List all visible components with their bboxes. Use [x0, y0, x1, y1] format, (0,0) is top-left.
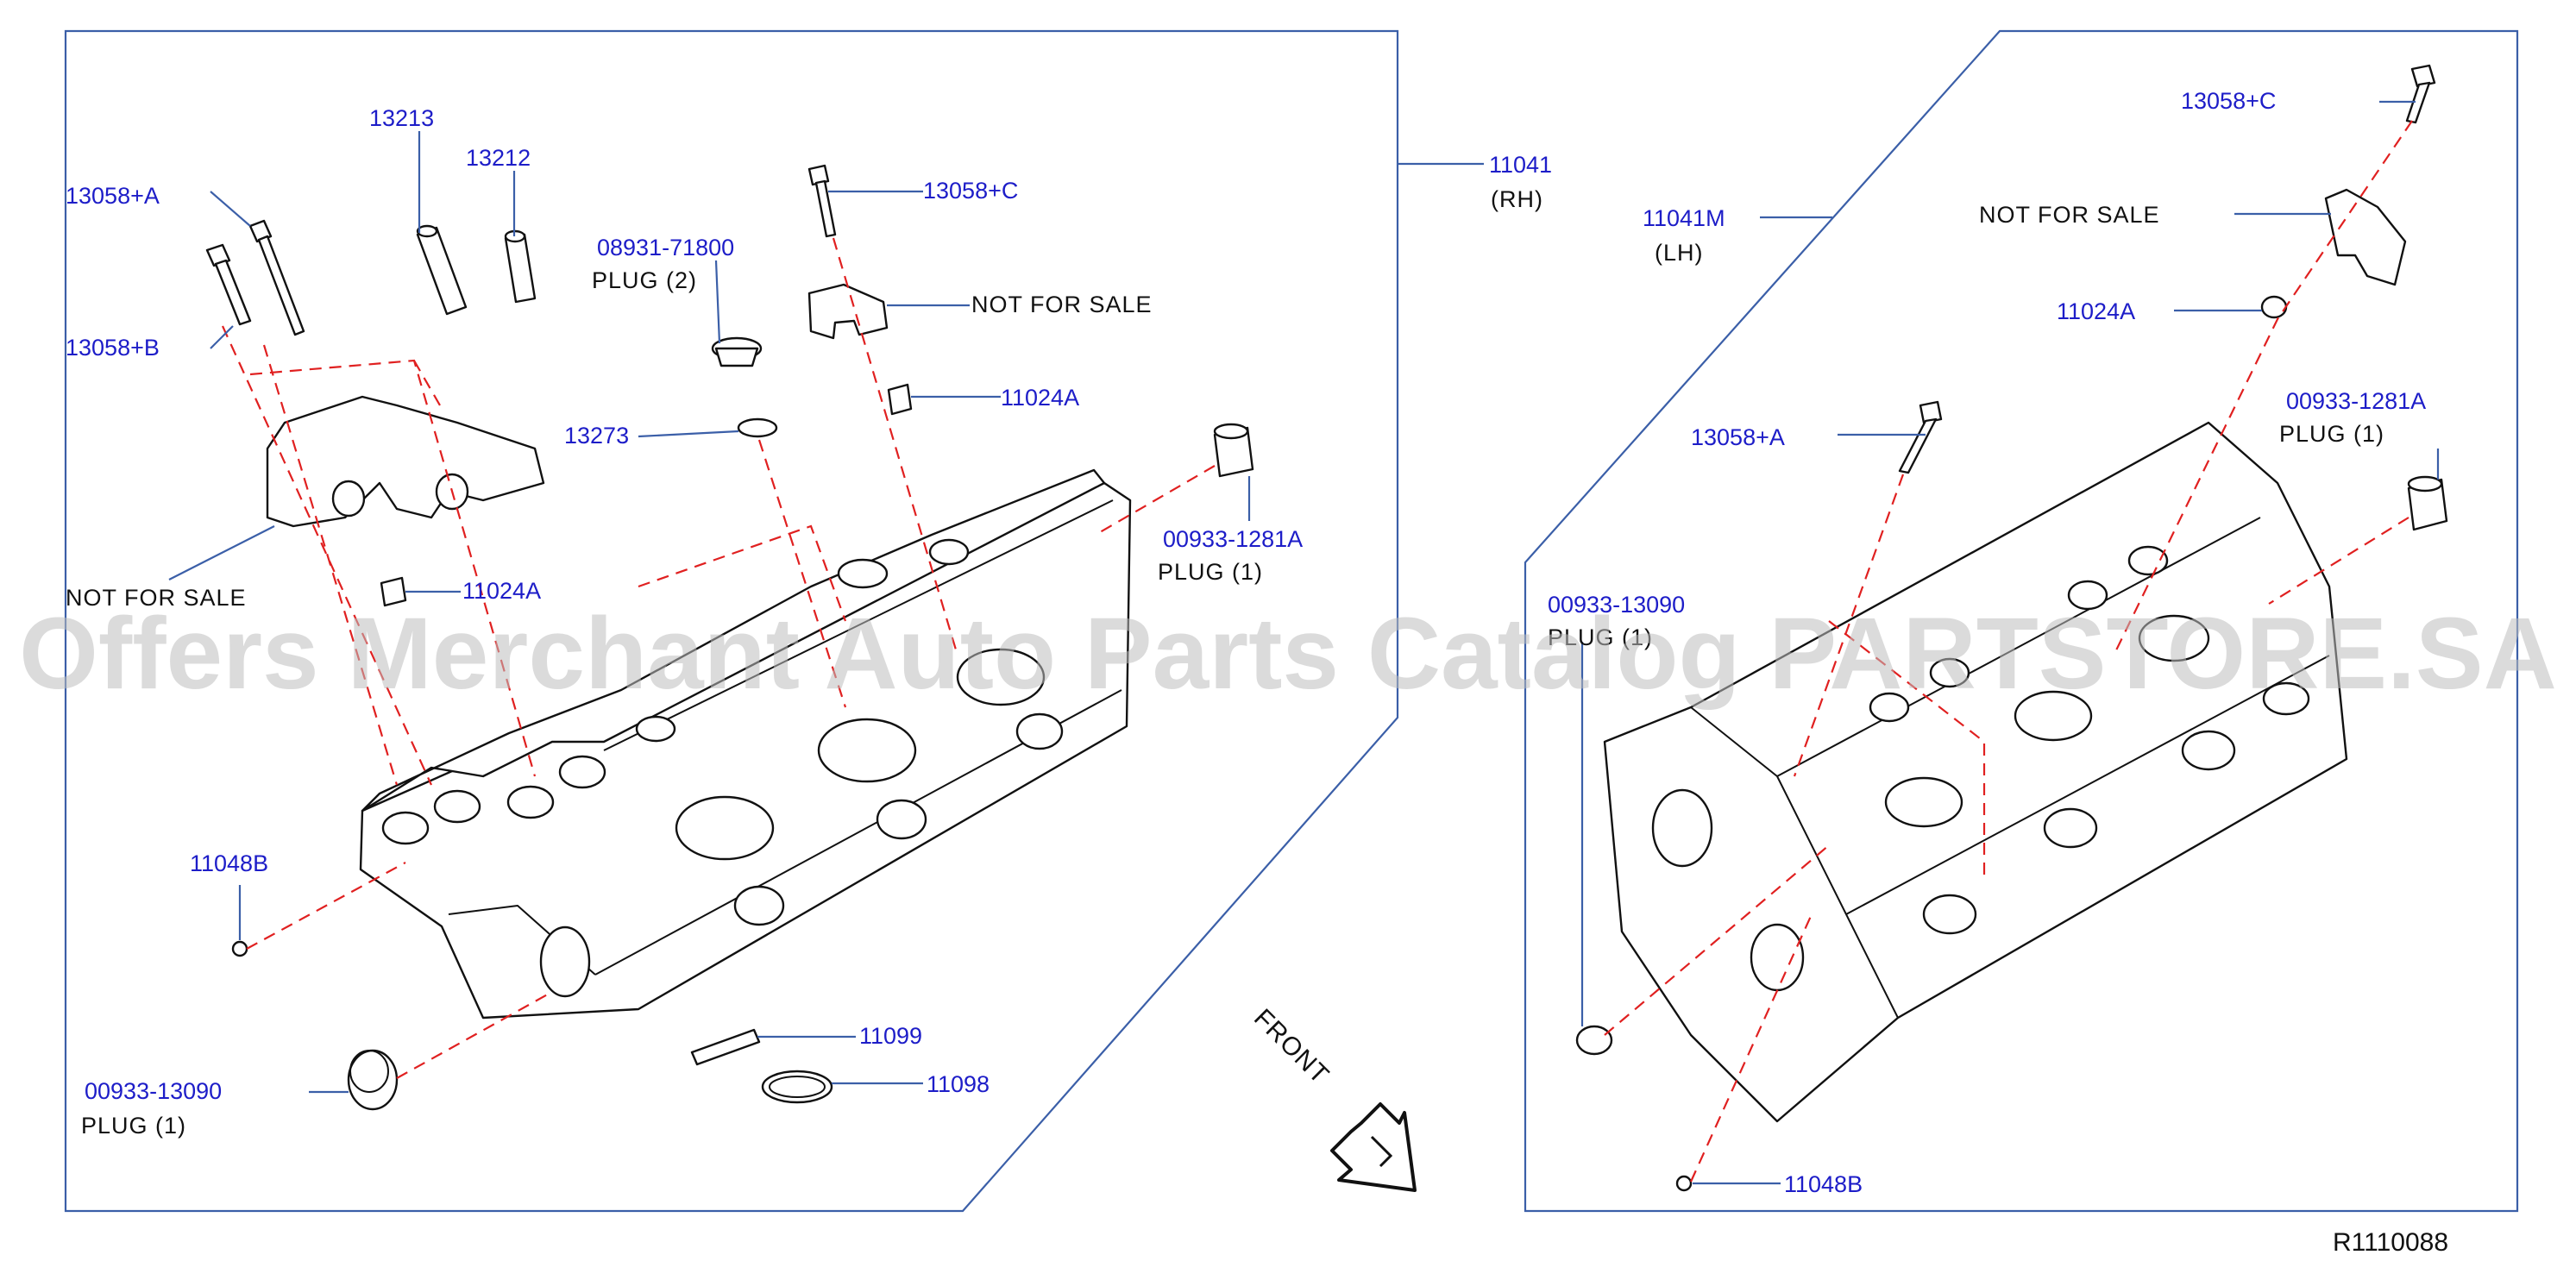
label-bolt-13058a-left: 13058+A	[66, 183, 160, 209]
label-ring-11098: 11098	[927, 1071, 990, 1097]
plug-00933-1281a-right	[2407, 475, 2448, 531]
label-plug-00933-1281a-left: 00933-1281A	[1163, 526, 1303, 552]
ring-11098	[761, 1070, 833, 1104]
bracket-nfs-left	[807, 283, 889, 340]
left-panel-frame	[64, 29, 1399, 1213]
label-ball-11048b-right: 11048B	[1784, 1171, 1863, 1197]
seal-11099	[690, 1028, 761, 1066]
label-plug-00933-13090-right: 00933-13090	[1548, 592, 1685, 618]
bolt-13058b-left	[205, 243, 252, 326]
assembly-side-lh: (LH)	[1655, 240, 1704, 266]
right-panel-frame	[1524, 29, 2519, 1213]
housing-nfs	[266, 395, 545, 528]
label-nfs-bracket-right: NOT FOR SALE	[1979, 202, 2160, 228]
lh-ports	[1651, 545, 2310, 992]
label-seal-11099: 11099	[859, 1023, 922, 1049]
label-pin-13212: 13212	[466, 145, 531, 171]
watermark: Offers Merchant Auto Parts Catalog PARTS…	[19, 597, 2557, 711]
bolt-13058a-left	[248, 219, 305, 336]
label-dowel-11024a-upper: 11024A	[1001, 385, 1079, 411]
label-bolt-13058c-left: 13058+C	[923, 178, 1018, 204]
label-plug-00933-1281a-right: 00933-1281A	[2286, 388, 2426, 414]
center-lines	[221, 120, 2413, 1183]
dowel-11024a-right	[2260, 295, 2288, 319]
assembly-part-lh: 11041M	[1643, 205, 1725, 231]
dowel-11024a-left-lower	[380, 576, 407, 607]
assembly-part-rh: 11041	[1489, 152, 1552, 178]
label-bolt-13058c-right: 13058+C	[2181, 88, 2276, 114]
cylinder-head-lh	[1603, 421, 2348, 1123]
bracket-nfs-right	[2324, 188, 2407, 286]
label-pin-13213: 13213	[369, 105, 434, 131]
label-nfs-bracket-left: NOT FOR SALE	[971, 292, 1153, 317]
label-plug-00933-13090-left-desc: PLUG (1)	[81, 1113, 186, 1139]
bolt-13058a-right	[1898, 400, 1943, 474]
rh-ports	[381, 538, 1064, 998]
front-label: FRONT	[1248, 1004, 1335, 1090]
plug-08931	[711, 336, 763, 367]
bolt-13058c-left	[807, 164, 837, 238]
ball-11048b-left	[231, 940, 248, 957]
cylinder-head-rh	[359, 468, 1132, 1020]
leader-lines	[168, 100, 2440, 1185]
reference-code: R1110088	[2333, 1228, 2448, 1257]
washer-13273	[737, 417, 778, 438]
label-plug-00933-13090-left: 00933-13090	[85, 1078, 222, 1104]
bolt-13058c-right	[2405, 64, 2436, 124]
label-bolt-13058b-left: 13058+B	[66, 335, 160, 361]
label-plug-00933-1281a-left-desc: PLUG (1)	[1158, 559, 1263, 585]
dowel-11024a-left-upper	[887, 383, 913, 416]
plug-00933-1281a-left	[1213, 423, 1254, 478]
plug-00933-13090-right	[1575, 1025, 1613, 1056]
ball-11048b-right	[1675, 1175, 1693, 1192]
assembly-side-rh: (RH)	[1491, 186, 1543, 212]
label-plug-08931: 08931-71800	[597, 235, 734, 260]
label-dowel-11024a-lower: 11024A	[462, 578, 541, 604]
pin-13213	[416, 224, 468, 316]
front-arrow-icon	[1330, 1102, 1417, 1192]
label-plug-00933-1281a-right-desc: PLUG (1)	[2279, 421, 2384, 447]
label-ball-11048b-left: 11048B	[190, 850, 268, 876]
label-dowel-11024a-right: 11024A	[2057, 298, 2135, 324]
label-washer-13273: 13273	[564, 423, 629, 449]
label-plug-08931-desc: PLUG (2)	[592, 267, 697, 293]
plug-00933-13090-left	[347, 1049, 399, 1111]
label-plug-00933-13090-right-desc: PLUG (1)	[1548, 624, 1653, 650]
label-bolt-13058a-right: 13058+A	[1691, 424, 1785, 450]
pin-13212	[504, 229, 537, 304]
label-nfs-housing: NOT FOR SALE	[66, 585, 247, 611]
